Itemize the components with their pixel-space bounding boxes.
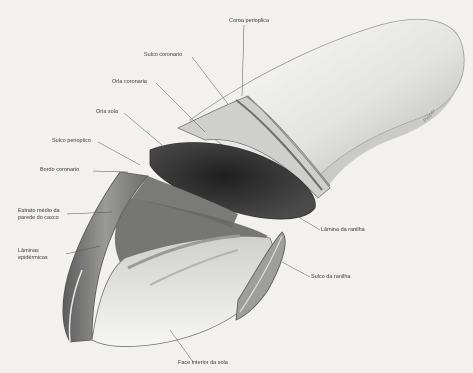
- label-sulco-ranilha: Sulco da ranilha: [311, 274, 350, 281]
- label-laminas-epidermicas: Lâminas epidérmicas: [18, 248, 64, 261]
- label-face-interior-sola: Face interior da sola: [178, 360, 228, 367]
- label-sulco-perioplico: Sulco perioplico: [52, 138, 91, 145]
- label-orla-sola: Orla sola: [96, 109, 118, 116]
- label-orla-coronaria: Orla coronaria: [112, 79, 147, 86]
- label-estrato-medio: Estrato médio da parede do casco: [18, 208, 66, 221]
- label-lamina-ranilha: Lâmina da ranilha: [321, 227, 365, 234]
- label-coroa-perioplica: Coroa perioplica: [229, 18, 269, 25]
- label-bordo-coronario: Bordo coronario: [40, 167, 79, 174]
- label-sulco-coronario: Sulco coronario: [144, 52, 182, 59]
